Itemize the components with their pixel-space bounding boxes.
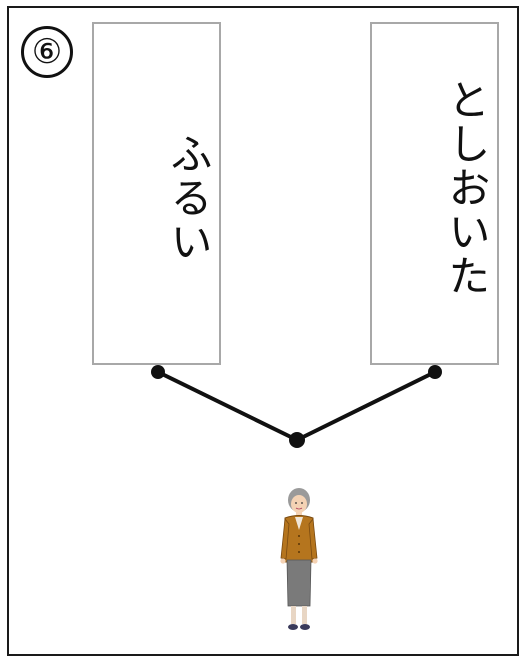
connector-dot-center xyxy=(289,432,305,448)
worksheet-panel: ⑥ ふるい としおいた xyxy=(7,6,519,656)
connection-lines xyxy=(151,365,442,448)
question-number-badge: ⑥ xyxy=(21,26,73,78)
word-card-right-text: としおいた xyxy=(442,78,491,298)
word-card-left-text: ふるい xyxy=(164,132,213,264)
connector-dot-left xyxy=(151,365,165,379)
connector-dot-right xyxy=(428,365,442,379)
word-card-left[interactable]: ふるい xyxy=(92,22,221,365)
word-card-right[interactable]: としおいた xyxy=(370,22,499,365)
connector-line-right xyxy=(296,370,436,442)
elderly-woman-icon xyxy=(280,488,318,630)
connector-line-left xyxy=(157,370,298,442)
